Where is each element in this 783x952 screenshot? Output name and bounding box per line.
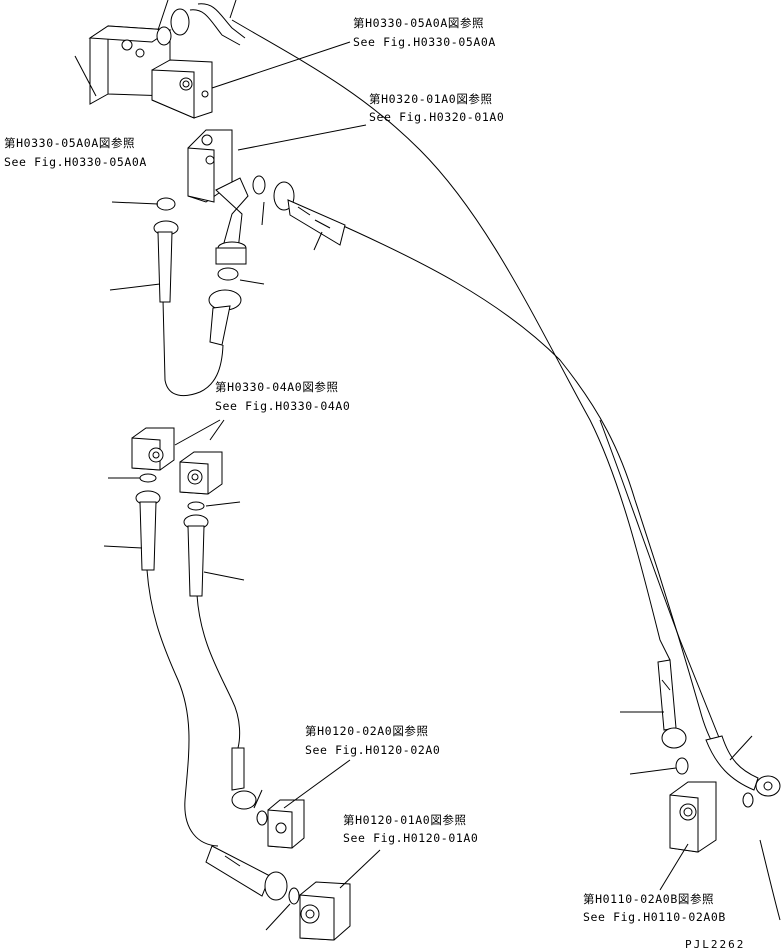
right-edge-hose (759, 839, 781, 921)
hose-lines (146, 19, 781, 921)
ref-en-text: See Fig.H0120-01A0 (343, 831, 478, 845)
reference-label-h0330-05a0a-top: 第H0330-05A0A図参照 See Fig.H0330-05A0A (353, 16, 496, 49)
reference-label-h0330-05a0a-left: 第H0330-05A0A図参照 See Fig.H0330-05A0A (4, 136, 147, 169)
mid-hose-right (196, 594, 241, 749)
ref-en-text: See Fig.H0330-05A0A (4, 155, 147, 169)
drawing-code: PJL2262 (685, 938, 745, 951)
ref-jp-text: 第H0330-05A0A図参照 (353, 16, 484, 30)
long-hose-second (329, 219, 741, 776)
ref-en-text: See Fig.H0320-01A0 (369, 110, 504, 124)
long-hose-main (231, 19, 671, 661)
ref-jp-text: 第H0320-01A0図参照 (369, 92, 493, 106)
ref-jp-text: 第H0330-05A0A図参照 (4, 136, 135, 150)
lower-block-a (231, 747, 305, 849)
reference-label-h0330-04a0: 第H0330-04A0図参照 See Fig.H0330-04A0 (215, 380, 350, 413)
reference-label-h0120-02a0: 第H0120-02A0図参照 See Fig.H0120-02A0 (305, 724, 440, 757)
ref-jp-text: 第H0110-02A0B図参照 (583, 892, 714, 906)
bottom-block-b (205, 845, 351, 941)
mid-block-pair (131, 427, 223, 597)
left-hose-loop (162, 299, 224, 397)
top-valve-assembly (88, 3, 246, 119)
ref-jp-text: 第H0120-01A0図参照 (343, 813, 467, 827)
ref-en-text: See Fig.H0330-05A0A (353, 35, 496, 49)
reference-label-h0320-01a0: 第H0320-01A0図参照 See Fig.H0320-01A0 (369, 92, 504, 124)
long-hose-third (599, 419, 723, 746)
ref-jp-text: 第H0120-02A0図参照 (305, 724, 429, 738)
left-hose-upper (153, 197, 179, 303)
reference-label-h0120-01a0: 第H0120-01A0図参照 See Fig.H0120-01A0 (343, 813, 478, 845)
second-valve-block (187, 129, 346, 346)
ref-en-text: See Fig.H0110-02A0B (583, 910, 726, 924)
leader-lines (74, 0, 753, 931)
ref-en-text: See Fig.H0330-04A0 (215, 399, 350, 413)
reference-label-h0110-02a0b: 第H0110-02A0B図参照 See Fig.H0110-02A0B (583, 892, 726, 924)
mid-hose-left (146, 569, 219, 847)
ref-en-text: See Fig.H0120-02A0 (305, 743, 440, 757)
ref-jp-text: 第H0330-04A0図参照 (215, 380, 339, 394)
right-pump-assembly (657, 659, 781, 853)
